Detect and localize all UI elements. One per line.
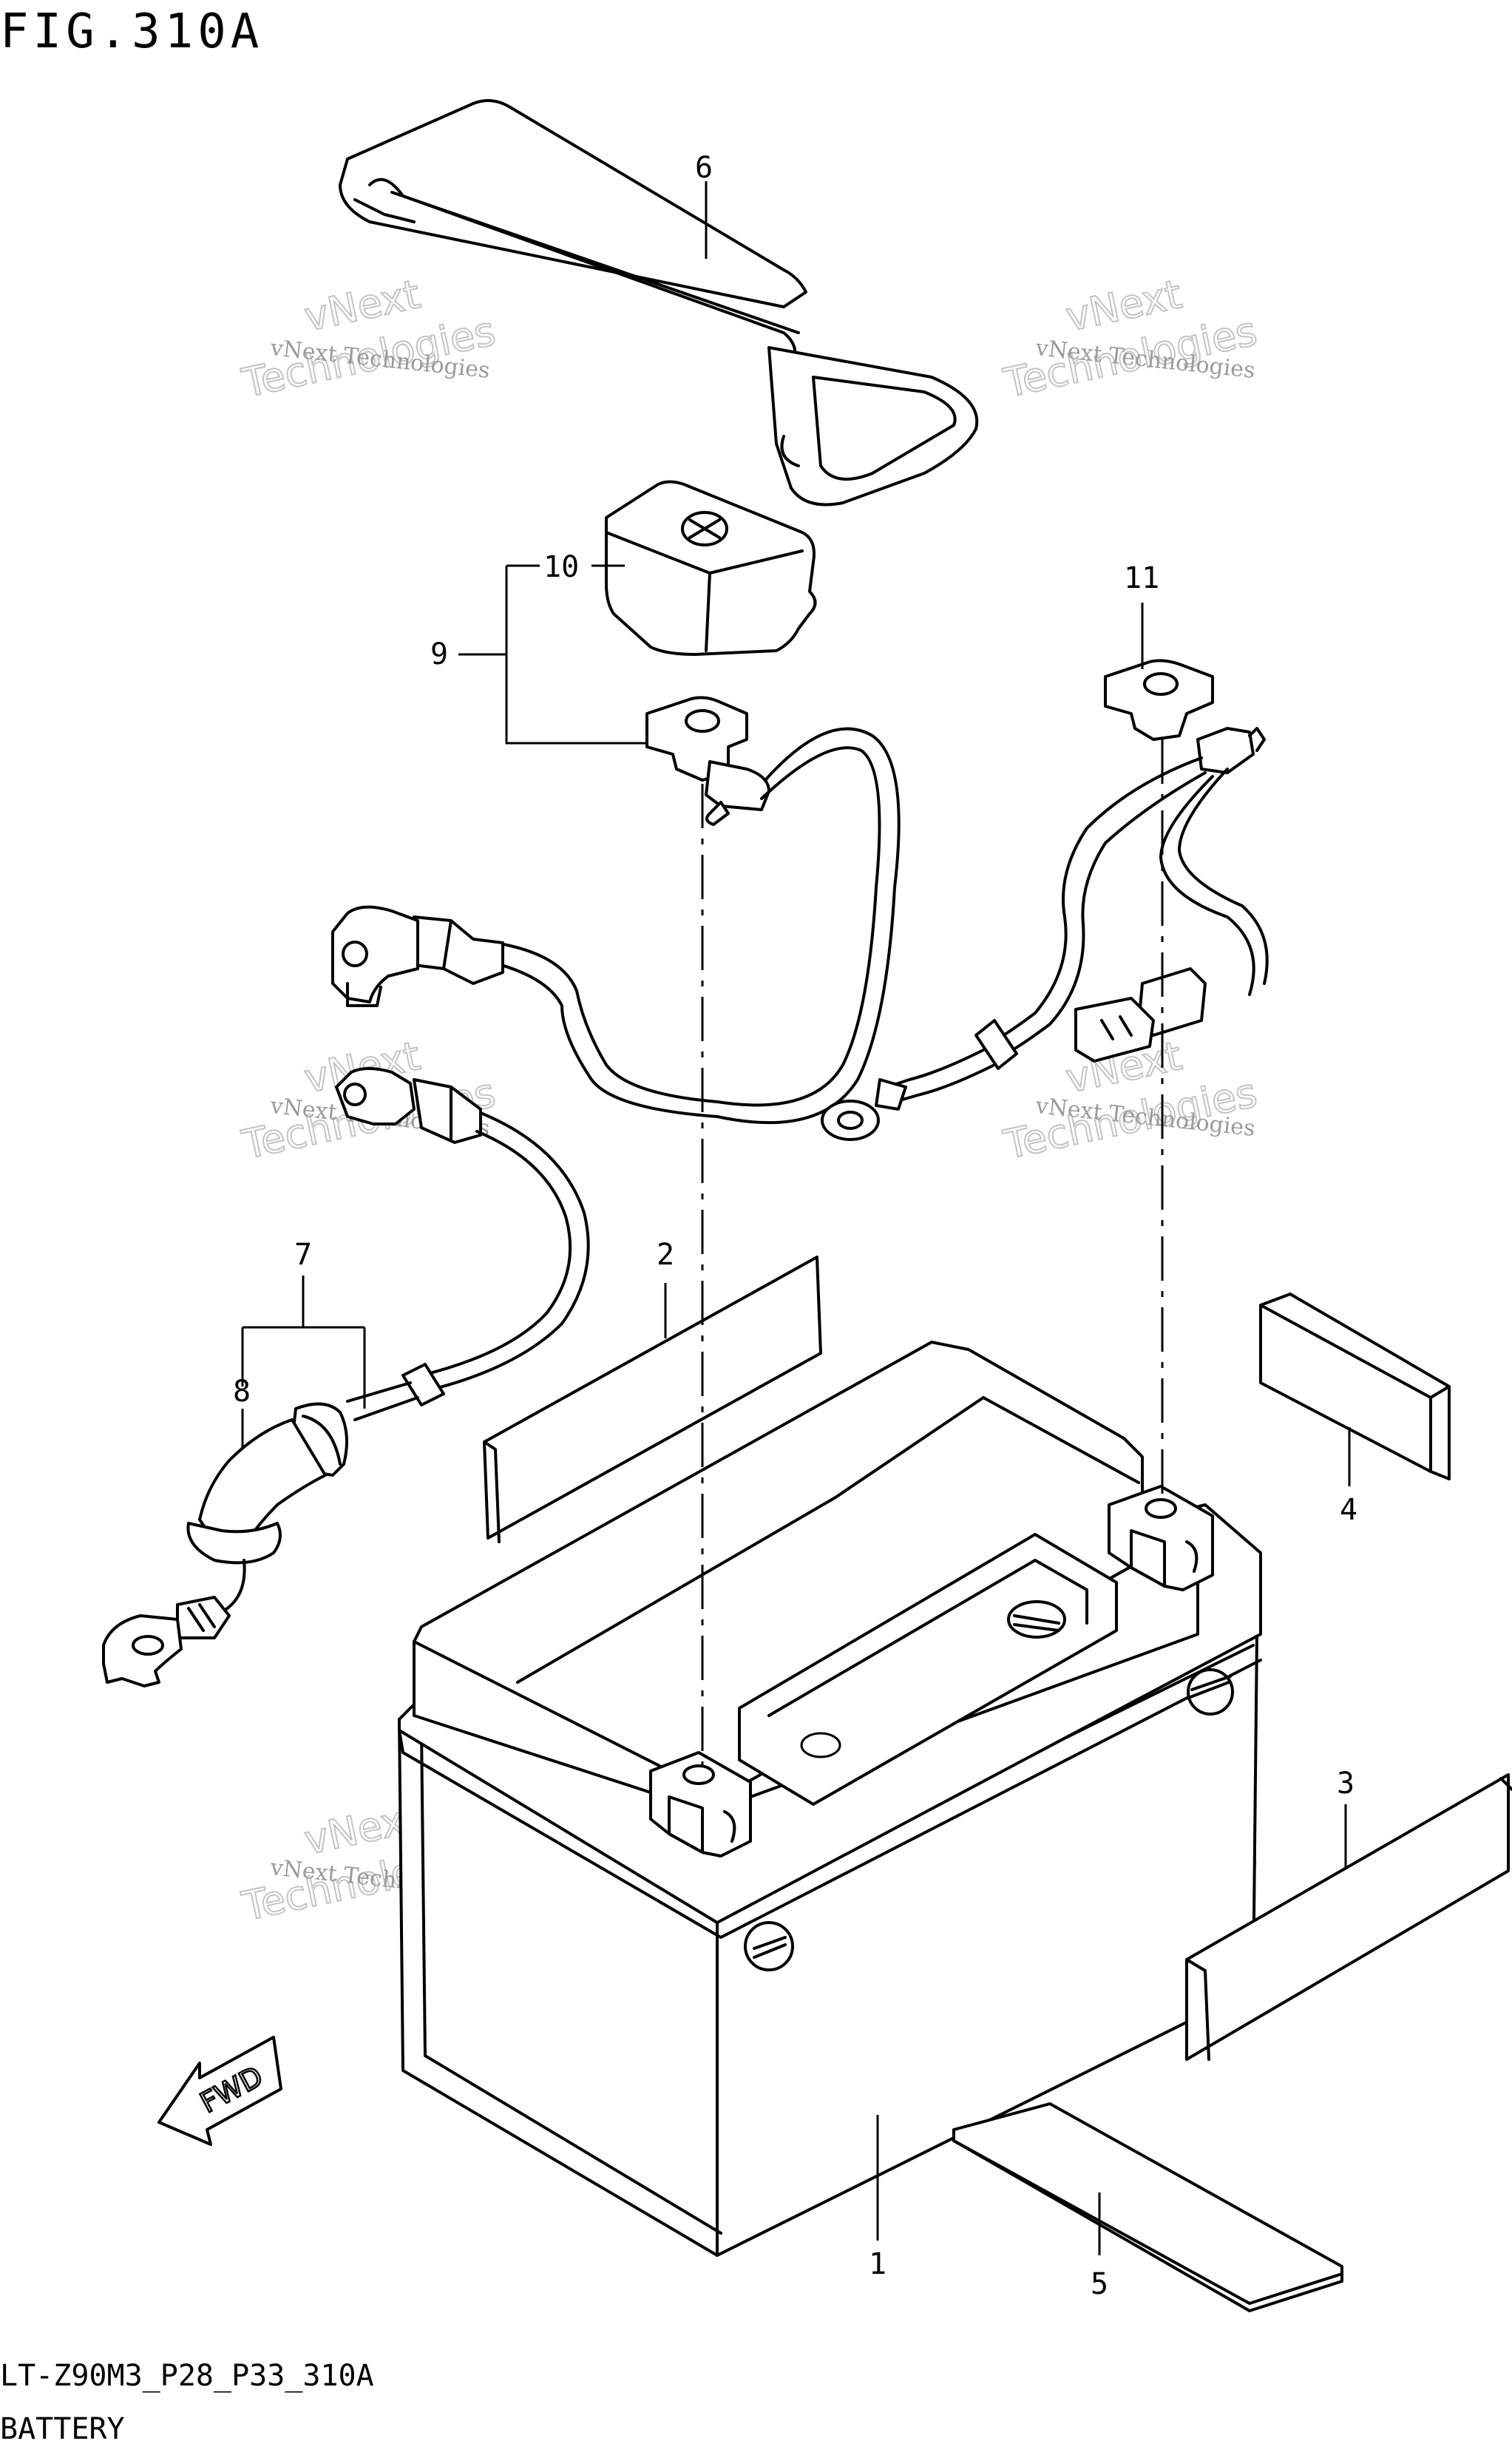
callout-8: 8 [233,1375,251,1409]
part-5-pad [952,2102,1343,2312]
callout-5: 5 [1091,2267,1108,2301]
part-2-caution-label [483,1256,822,1543]
callout-7: 7 [294,1238,312,1272]
part-4-label [1259,1293,1451,1480]
assembly-center-lines [701,739,1164,1767]
part-6-battery-strap [339,99,979,507]
diagram-name: BATTERY [0,2412,125,2446]
callout-6: 6 [695,151,713,185]
part-7-lead-with-boot [102,1067,590,1687]
part-3-pad [1185,1773,1512,2061]
callout-2: 2 [657,1238,674,1272]
forward-arrow-icon: FWD [157,2036,282,2146]
callout-9: 9 [430,637,448,671]
callout-3: 3 [1337,1767,1355,1801]
part-1-battery [398,1341,1262,2257]
diagram-code: LT-Z90M3_P28_P33_310A [0,2359,374,2393]
part-11-negative-lead [821,659,1269,1141]
callout-1: 1 [869,2247,886,2281]
callout-10: 10 [543,550,579,584]
part-10-terminal-cover [605,480,817,656]
figure-title: FIG.310A [0,4,264,59]
callout-group: 6 10 9 11 2 7 8 4 3 1 5 [233,151,1357,2301]
callout-11: 11 [1124,561,1159,595]
callout-4: 4 [1340,1493,1357,1527]
part-9-positive-lead [331,696,901,1125]
